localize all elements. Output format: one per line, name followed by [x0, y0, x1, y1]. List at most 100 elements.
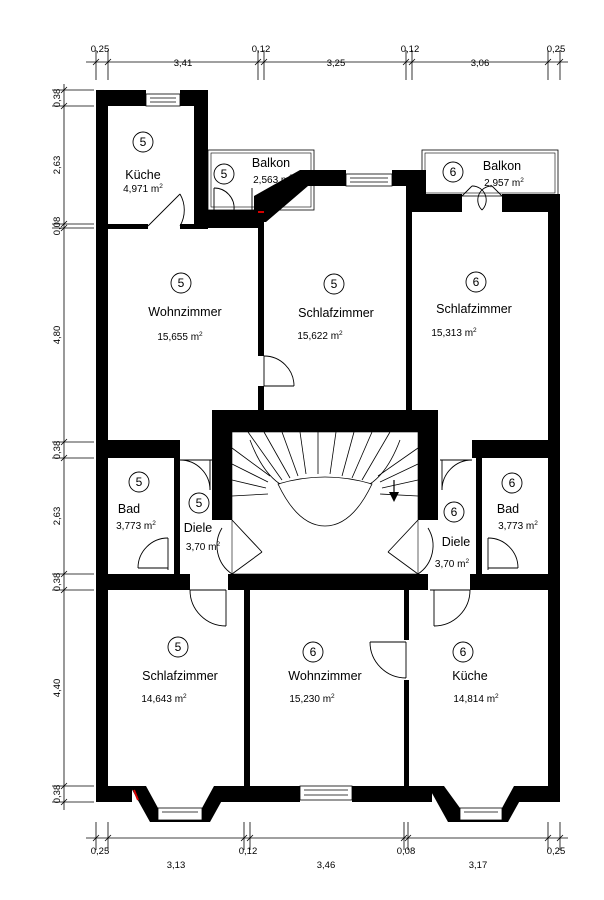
area-unit-exponent: 2	[520, 177, 524, 184]
windows	[145, 93, 503, 821]
dim-bottom-2: 3,13	[167, 860, 186, 871]
dim-bottom-3: 0,12	[239, 846, 258, 857]
room-area: 14,643 m	[141, 694, 183, 705]
room-balkon-5: 5 Balkon 2,563 m2	[213, 156, 293, 186]
dimension-labels: 0,25 3,41 0,12 3,25 0,12 3,06 0,25 0,25 …	[52, 44, 565, 871]
room-wohnzimmer-6: 6 Wohnzimmer 15,230 m2	[288, 641, 362, 705]
dimension-lines	[52, 50, 568, 850]
room-kueche-5: 5 Küche 4,971 m2	[123, 131, 163, 195]
dim-bottom-4: 3,46	[317, 860, 336, 871]
dim-left-7: 0,38	[52, 573, 63, 592]
dim-left-2: 2,63	[52, 156, 63, 175]
unit-number: 5	[221, 167, 228, 181]
svg-text:3,773 m2: 3,773 m2	[498, 520, 538, 532]
room-schlafzimmer-5b: 5 Schlafzimmer 14,643 m2	[141, 636, 218, 705]
room-name: Schlafzimmer	[436, 302, 512, 316]
svg-text:4,971 m2: 4,971 m2	[123, 183, 163, 195]
walls	[96, 90, 560, 822]
unit-number: 6	[451, 505, 458, 519]
room-labels: 5 Küche 4,971 m2 5 Balkon 2,563 m2 6 Bal…	[116, 131, 538, 705]
dim-left-6: 2,63	[52, 507, 63, 526]
area-unit-exponent: 2	[339, 330, 343, 337]
room-name: Schlafzimmer	[298, 306, 374, 320]
svg-text:15,655 m2: 15,655 m2	[157, 331, 203, 343]
room-diele-6: 6 Diele 3,70 m2	[435, 501, 471, 570]
unit-number: 5	[331, 277, 338, 291]
dim-left-5: 0,38	[52, 441, 63, 460]
unit-number: 6	[509, 476, 516, 490]
unit-number: 6	[450, 165, 457, 179]
room-bad-5: 5 Bad 3,773 m2	[116, 471, 156, 532]
area-unit-exponent: 2	[473, 327, 477, 334]
room-area: 3,70 m	[435, 559, 466, 570]
area-unit-exponent: 2	[331, 693, 335, 700]
doors	[133, 185, 519, 801]
area-unit-exponent: 2	[183, 693, 187, 700]
unit-number: 6	[460, 645, 467, 659]
room-name: Wohnzimmer	[288, 669, 361, 683]
svg-text:3,773 m2: 3,773 m2	[116, 520, 156, 532]
room-bad-6: 6 Bad 3,773 m2	[497, 472, 538, 532]
room-balkon-6: 6 Balkon 2,957 m2	[442, 159, 524, 189]
room-name: Diele	[442, 535, 471, 549]
staircase	[231, 431, 419, 575]
area-unit-exponent: 2	[152, 520, 156, 527]
room-area: 15,622 m	[297, 331, 339, 342]
unit-number: 5	[136, 475, 143, 489]
room-area: 15,313 m	[431, 328, 473, 339]
room-name: Balkon	[252, 156, 290, 170]
room-area: 2,957 m	[484, 178, 520, 189]
unit-number: 6	[310, 645, 317, 659]
svg-text:15,622 m2: 15,622 m2	[297, 330, 343, 342]
room-area: 3,773 m	[498, 521, 534, 532]
dim-left-3: 0,08	[52, 217, 63, 236]
unit-number: 6	[473, 275, 480, 289]
room-area: 15,230 m	[289, 694, 331, 705]
unit-number: 5	[140, 135, 147, 149]
room-area: 14,814 m	[453, 694, 495, 705]
dim-bottom-7: 0,25	[547, 846, 566, 857]
room-name: Wohnzimmer	[148, 305, 221, 319]
room-area: 15,655 m	[157, 332, 199, 343]
room-schlafzimmer-6a: 6 Schlafzimmer 15,313 m2	[431, 271, 512, 339]
svg-text:15,313 m2: 15,313 m2	[431, 327, 477, 339]
svg-text:14,643 m2: 14,643 m2	[141, 693, 187, 705]
room-wohnzimmer-5: 5 Wohnzimmer 15,655 m2	[148, 272, 222, 343]
room-schlafzimmer-5a: 5 Schlafzimmer 15,622 m2	[297, 273, 374, 342]
room-kueche-6: 6 Küche 14,814 m2	[452, 641, 499, 705]
dim-bottom-5: 0,08	[397, 846, 416, 857]
dim-top-4: 3,25	[327, 58, 346, 69]
unit-number: 5	[175, 640, 182, 654]
dim-left-1: 0,38	[52, 89, 63, 108]
area-unit-exponent: 2	[465, 558, 469, 565]
room-name: Schlafzimmer	[142, 669, 218, 683]
room-area: 4,971 m	[123, 184, 159, 195]
svg-text:14,814 m2: 14,814 m2	[453, 693, 499, 705]
dim-top-3: 0,12	[252, 44, 271, 55]
svg-text:2,957 m2: 2,957 m2	[484, 177, 524, 189]
dim-left-9: 0,38	[52, 785, 63, 804]
dim-top-6: 3,06	[471, 58, 490, 69]
dim-top-5: 0,12	[401, 44, 420, 55]
area-unit-exponent: 2	[289, 174, 293, 181]
dim-left-8: 4,40	[52, 679, 63, 698]
area-unit-exponent: 2	[495, 693, 499, 700]
dim-top-1: 0,25	[91, 44, 110, 55]
room-name: Diele	[184, 521, 213, 535]
unit-number: 5	[196, 496, 203, 510]
area-unit-exponent: 2	[199, 331, 203, 338]
unit-number: 5	[178, 276, 185, 290]
room-name: Küche	[452, 669, 487, 683]
area-unit-exponent: 2	[216, 541, 220, 548]
area-unit-exponent: 2	[534, 520, 538, 527]
svg-text:3,70 m2: 3,70 m2	[435, 558, 470, 570]
svg-text:3,70 m2: 3,70 m2	[186, 541, 221, 553]
room-area: 3,70 m	[186, 542, 217, 553]
dim-bottom-1: 0,25	[91, 846, 110, 857]
svg-text:2,563 m2: 2,563 m2	[253, 174, 293, 186]
dim-left-4: 4,80	[52, 326, 63, 345]
room-area: 3,773 m	[116, 521, 152, 532]
room-area: 2,563 m	[253, 175, 289, 186]
dim-bottom-6: 3,17	[469, 860, 488, 871]
room-name: Küche	[125, 168, 160, 182]
